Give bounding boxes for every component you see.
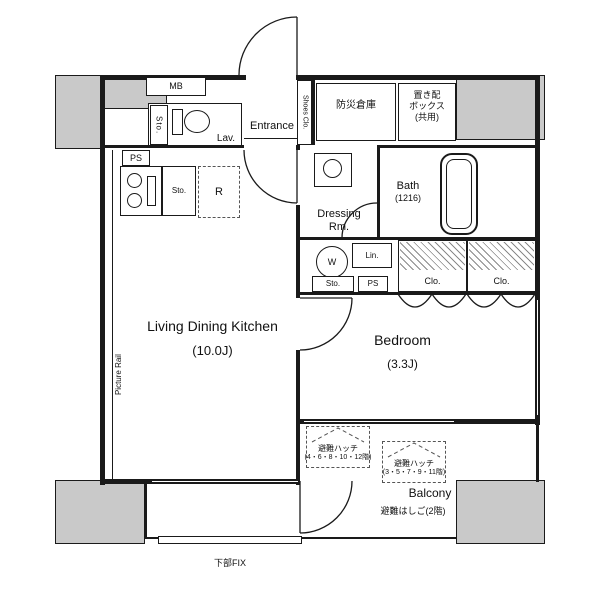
bedroom-window-glass	[304, 421, 454, 422]
delivery-box-line1: 置き配	[413, 90, 441, 100]
bedroom-name-label: Bedroom	[374, 332, 431, 348]
delivery-box-line3: (共用)	[415, 112, 439, 122]
disaster-storage	[316, 83, 396, 141]
pipe-space-left: PS	[122, 150, 150, 166]
wall-lav-bottom	[100, 145, 244, 148]
fix-window-label: 下部FIX	[213, 558, 246, 568]
evacuation-hatch-2-name: 避難ハッチ	[394, 459, 434, 468]
closet-right-hatch	[469, 242, 534, 270]
closet-door-scallops	[397, 293, 536, 308]
evacuation-ladder-label: 避難はしご(2階)	[380, 506, 446, 516]
concrete-block-top-left-col	[55, 75, 103, 149]
concrete-block-bottom-left	[55, 480, 145, 544]
hall-storage: Sto.	[312, 276, 354, 292]
entrance-label: Entrance	[249, 120, 295, 132]
wall-left	[100, 75, 105, 485]
entrance-step-line	[244, 138, 298, 139]
toilet-tank-icon	[172, 109, 183, 135]
bath-label: Bath	[396, 180, 420, 192]
dressing-room-label-1: Dressing	[317, 208, 361, 220]
closet-left-label: Clo.	[424, 276, 441, 286]
linen-closet: Lin.	[352, 243, 392, 268]
wall-bath-left	[377, 145, 380, 240]
refrigerator-label: R	[215, 185, 223, 198]
wall-right	[535, 75, 540, 425]
wall-balcony-right	[536, 424, 539, 482]
picture-rail-label: Picture Rail	[113, 354, 123, 396]
closet-left-hatch	[400, 242, 465, 270]
front-door-arc	[238, 16, 298, 76]
fix-window	[158, 536, 302, 544]
evacuation-hatch-1-name: 避難ハッチ	[318, 444, 358, 453]
ldk-window-glass	[152, 481, 298, 482]
picture-rail-line	[112, 150, 113, 479]
wall-storage-bottom	[296, 292, 540, 295]
meter-box: MB	[146, 77, 206, 96]
hall-storage-label: Sto.	[325, 279, 341, 289]
stove-grill-icon	[147, 176, 156, 206]
ldk-size-label: (10.0J)	[192, 343, 233, 358]
bath-size-label: (1216)	[394, 193, 421, 203]
wall-storage-top	[296, 237, 540, 240]
pipe-space-left-label: PS	[129, 152, 142, 163]
wash-basin-bowl-icon	[323, 159, 342, 178]
linen-closet-label: Lin.	[365, 250, 379, 260]
front-door-opening	[246, 75, 296, 80]
evacuation-hatch-2-floors: (3・5・7・9・11階)	[382, 469, 446, 476]
washer-label: W	[327, 256, 337, 267]
bedroom-side-window-glass	[537, 300, 538, 415]
dressing-door-arc	[243, 149, 298, 204]
toilet-bowl-icon	[184, 110, 210, 133]
balcony-door-arc	[299, 480, 353, 534]
storage-lav: Sto.	[150, 105, 168, 145]
pipe-space-hall-label: PS	[367, 279, 379, 289]
pipe-space-hall: PS	[358, 276, 388, 292]
delivery-box-line2: ボックス	[409, 101, 445, 111]
meter-box-label: MB	[169, 81, 183, 92]
closet-right-label: Clo.	[493, 276, 510, 286]
picture-rail: Picture Rail	[110, 325, 126, 425]
stove-burner-1-icon	[127, 173, 142, 188]
shoes-closet: Shoes Clo.	[297, 80, 312, 145]
concrete-block-bottom-right	[456, 480, 545, 544]
wash-basin-icon	[314, 153, 352, 187]
storage-lav-label: Sto.	[154, 115, 164, 135]
shoes-closet-label: Shoes Clo.	[301, 95, 309, 130]
dressing-door-opening	[296, 150, 300, 205]
kitchen-storage: Sto.	[162, 166, 196, 216]
refrigerator-space: R	[198, 166, 240, 218]
balcony-left-edge	[145, 481, 147, 539]
ldk-name-label: Living Dining Kitchen	[147, 318, 278, 334]
evacuation-hatch-1-floors: (4・6・8・10・12階)	[304, 454, 372, 461]
dressing-room-label-2: Rm.	[328, 221, 350, 233]
disaster-storage-label: 防災倉庫	[336, 100, 376, 111]
bedroom-door-opening	[296, 298, 300, 350]
evacuation-hatch-1	[306, 426, 370, 468]
washer-space-icon: W	[316, 246, 348, 278]
kitchen-storage-label: Sto.	[171, 186, 187, 196]
bedroom-size-label: (3.3J)	[387, 357, 418, 371]
delivery-box	[398, 83, 456, 141]
stove-burner-2-icon	[127, 193, 142, 208]
lavatory-label: Lav.	[216, 133, 236, 144]
evacuation-hatch-2	[382, 441, 446, 483]
concrete-block-top-right	[456, 75, 545, 140]
wall-entrance-right	[312, 75, 315, 145]
wall-top	[100, 75, 540, 80]
wall-upper-right	[377, 145, 540, 148]
balcony-label: Balcony	[408, 486, 452, 500]
bathtub-inner-icon	[446, 159, 472, 229]
